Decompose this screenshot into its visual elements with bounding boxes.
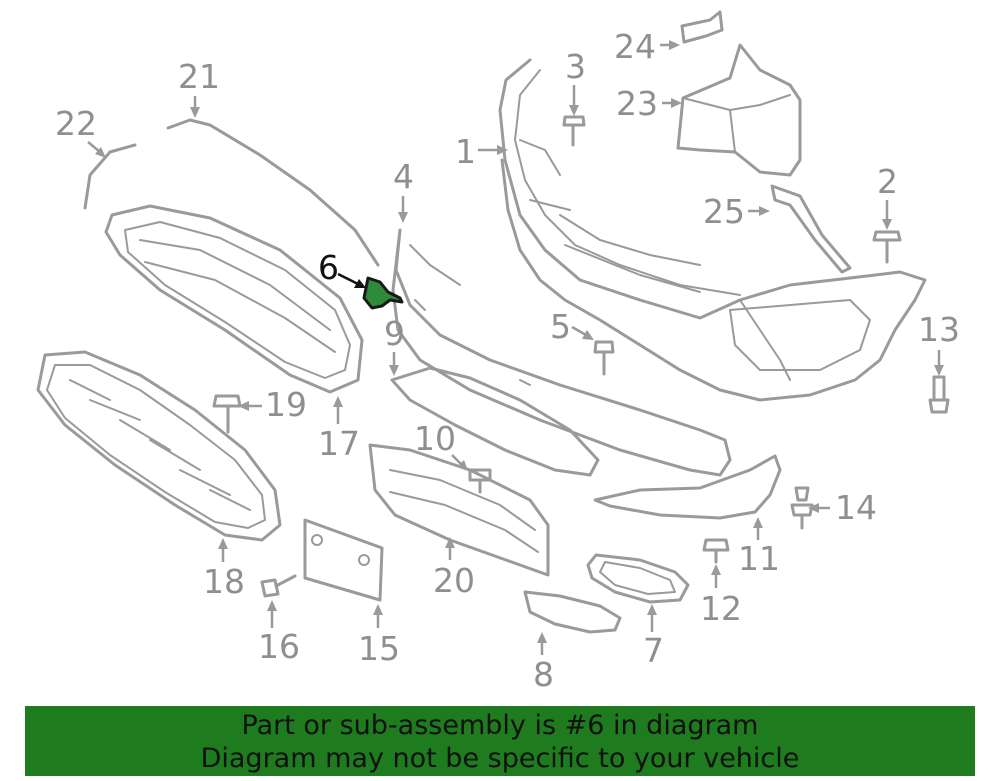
- callout-19: 19: [238, 385, 307, 424]
- svg-text:14: 14: [835, 488, 877, 527]
- part-3-bolt: [562, 115, 586, 147]
- part-23-air-duct: [676, 43, 802, 177]
- callout-11: 11: [738, 517, 780, 578]
- part-20-lower-insert: [368, 443, 550, 577]
- callout-24: 24: [614, 27, 680, 66]
- callout-3: 3: [565, 47, 586, 116]
- part-11-spoiler-lip: [593, 454, 782, 520]
- svg-text:12: 12: [700, 589, 742, 628]
- svg-text:4: 4: [393, 157, 414, 196]
- part-13-stud: [928, 375, 950, 414]
- callout-12: 12: [700, 564, 742, 628]
- callout-14: 14: [808, 488, 877, 527]
- svg-text:11: 11: [738, 539, 780, 578]
- part-24-bracket: [680, 10, 724, 44]
- callout-6: 6: [318, 248, 366, 288]
- callout-1: 1: [455, 132, 508, 171]
- svg-text:21: 21: [178, 57, 220, 96]
- callout-9: 9: [384, 314, 405, 376]
- svg-text:10: 10: [414, 419, 456, 458]
- svg-text:13: 13: [918, 310, 960, 349]
- callout-4: 4: [393, 157, 414, 223]
- part-2-clip: [872, 230, 902, 264]
- part-9-lower-shield: [390, 366, 600, 477]
- part-8-fog-trim: [523, 590, 622, 634]
- callout-18: 18: [203, 538, 245, 601]
- svg-text:20: 20: [433, 561, 475, 600]
- svg-text:17: 17: [318, 424, 360, 463]
- svg-text:16: 16: [258, 627, 300, 666]
- callout-8: 8: [533, 632, 554, 694]
- callout-13: 13: [918, 310, 960, 376]
- svg-text:5: 5: [550, 307, 571, 346]
- svg-text:7: 7: [643, 631, 664, 670]
- banner-line-1: Part or sub-assembly is #6 in diagram: [241, 710, 759, 741]
- svg-text:24: 24: [614, 27, 656, 66]
- part-22-molding-arc: [83, 143, 137, 210]
- part-15-license-bracket: [303, 518, 384, 602]
- callout-16: 16: [258, 600, 300, 666]
- part-16-bolt: [260, 574, 297, 598]
- svg-text:8: 8: [533, 655, 554, 694]
- part-4-bumper-lower: [391, 228, 732, 477]
- part-5-screw: [593, 340, 615, 376]
- svg-text:9: 9: [384, 314, 405, 353]
- part-12-clip: [702, 538, 730, 564]
- part-14-clip: [790, 486, 814, 530]
- part-7-fog-bezel: [586, 553, 690, 604]
- callout-25: 25: [703, 192, 770, 231]
- part-25-bracket-rod: [770, 184, 852, 274]
- svg-text:25: 25: [703, 192, 745, 231]
- callout-23: 23: [616, 84, 682, 123]
- svg-text:23: 23: [616, 84, 658, 123]
- part-6-highlighted: [362, 276, 404, 310]
- callout-20: 20: [433, 537, 475, 600]
- svg-text:22: 22: [55, 104, 97, 143]
- svg-text:2: 2: [877, 162, 898, 201]
- part-1-bumper-cover: [498, 58, 927, 402]
- callout-21: 21: [178, 57, 220, 118]
- part-10-push-clip: [468, 468, 492, 494]
- svg-text:19: 19: [265, 385, 307, 424]
- banner-line-2: Diagram may not be specific to your vehi…: [200, 743, 800, 774]
- callout-5: 5: [550, 307, 594, 346]
- svg-text:3: 3: [565, 47, 586, 86]
- info-banner: Part or sub-assembly is #6 in diagram Di…: [25, 706, 975, 776]
- callout-10: 10: [414, 419, 468, 471]
- callout-7: 7: [643, 604, 664, 670]
- svg-text:6: 6: [318, 248, 339, 287]
- part-21-molding: [166, 118, 380, 267]
- part-18-lower-grille: [36, 350, 282, 542]
- svg-text:15: 15: [358, 629, 400, 668]
- callout-17: 17: [318, 396, 360, 463]
- callout-15: 15: [358, 604, 400, 668]
- callout-2: 2: [877, 162, 898, 230]
- part-17-upper-grille: [104, 204, 364, 394]
- callout-22: 22: [55, 104, 106, 158]
- svg-text:1: 1: [455, 132, 476, 171]
- svg-text:18: 18: [203, 562, 245, 601]
